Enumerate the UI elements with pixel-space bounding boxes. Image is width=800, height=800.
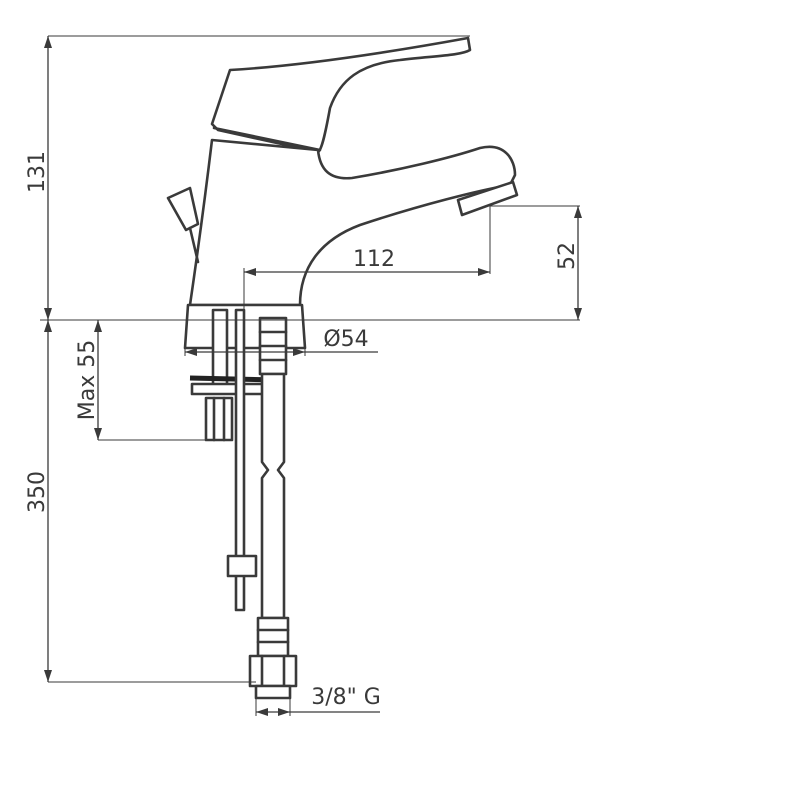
dimension-lines: [40, 35, 582, 716]
body-column: [188, 138, 517, 307]
aerator: [456, 180, 519, 217]
pull-rod: [234, 308, 246, 612]
connector-nut: [248, 654, 298, 688]
dim-131-label: 131: [25, 151, 50, 193]
lever-handle: [210, 36, 472, 154]
dim-52-label: 52: [555, 242, 580, 270]
popup-rod: [188, 226, 200, 264]
lever-edge: [212, 126, 322, 152]
flexible-hose: [260, 372, 286, 620]
fixing-nut: [204, 396, 234, 442]
dim-connection-label: 3/8" G: [311, 685, 381, 710]
popup-knob: [166, 186, 200, 232]
faucet-body: [166, 36, 519, 350]
dim-350-label: 350: [25, 471, 50, 513]
mounting-hardware: [189, 308, 298, 700]
rod-clamp: [226, 554, 258, 578]
hose-bottom-fitting: [256, 616, 290, 658]
dim-112-label: 112: [353, 247, 395, 272]
dim-diameter-label: Ø54: [323, 327, 368, 352]
dim-max55-label: Max 55: [75, 340, 100, 420]
connector-thread: [254, 684, 292, 700]
